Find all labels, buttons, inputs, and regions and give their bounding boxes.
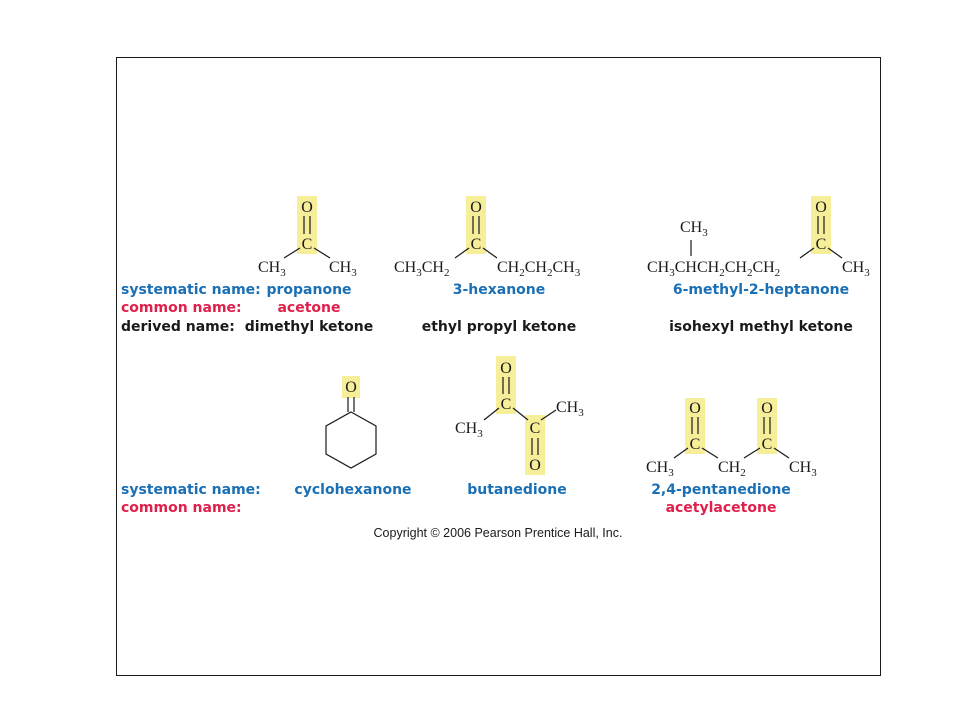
cyclohexane-ring [325,411,377,469]
butanedione-structure: O C CH3 C CH3 O [455,356,584,475]
single-bond [743,447,761,459]
carbonyl-highlight [685,398,705,454]
group-ch2: CH2 [718,459,746,479]
single-bond [799,247,815,259]
group-ch3: CH3 [455,420,483,440]
carbonyl-highlight [342,376,360,398]
single-bond [673,447,689,459]
common-name-label: common name: [121,300,242,316]
pentanedione-structure: O C O C CH3 CH2 CH3 [646,398,817,479]
hexanone-systematic-name: 3-hexanone [453,282,546,298]
single-bond [483,407,500,421]
single-bond [454,247,470,259]
pentanedione-common-name: acetylacetone [666,500,777,516]
group-ch3ch2: CH3CH2 [394,259,449,279]
single-bond [482,247,498,259]
systematic-name-label: systematic name: [121,282,261,298]
heptanone-systematic-name: 6-methyl-2-heptanone [673,282,849,298]
cyclohexanone-structure: O [325,376,377,469]
single-bond [773,447,790,459]
atom-o: O [815,199,827,216]
heptanone-structure: O C CH3 CH3CHCH2CH2CH2 CH3 [647,196,870,279]
propanone-structure: O C CH3 CH3 [258,196,357,279]
hexanone-derived-name: ethyl propyl ketone [422,319,577,335]
methyl-branch-ch3: CH3 [680,219,708,239]
atom-c: C [816,236,827,253]
carbonyl-highlight [525,415,545,475]
copyright-notice: Copyright © 2006 Pearson Prentice Hall, … [374,526,623,540]
atom-c: C [530,420,541,437]
single-bond [512,407,529,421]
group-ch3: CH3 [556,399,584,419]
atom-c: C [471,236,482,253]
propanone-systematic-name: propanone [266,282,351,298]
group-ch2ch2ch3: CH2CH2CH3 [497,259,581,279]
pentanedione-systematic-name: 2,4-pentanedione [651,482,791,498]
atom-o: O [500,360,512,377]
heptanone-derived-name: isohexyl methyl ketone [669,319,853,335]
butanedione-systematic-name: butanedione [467,482,567,498]
propanone-derived-name: dimethyl ketone [245,319,374,335]
hexanone-structure: O C CH3CH2 CH2CH2CH3 [394,196,581,279]
atom-c: C [302,236,313,253]
carbonyl-highlight [757,398,777,454]
atom-o: O [470,199,482,216]
atom-o: O [345,379,357,396]
single-bond [313,247,331,259]
carbonyl-highlight [297,196,317,254]
single-bond [540,409,557,421]
group-ch3: CH3 [258,259,286,279]
group-ch3: CH3 [789,459,817,479]
atom-c: C [501,396,512,413]
carbonyl-highlight [496,356,516,414]
single-bond [827,247,843,259]
carbonyl-highlight [466,196,486,254]
propanone-common-name: acetone [277,300,340,316]
group-ch3: CH3 [842,259,870,279]
atom-o: O [761,400,773,417]
derived-name-label: derived name: [121,319,235,335]
atom-o: O [301,199,313,216]
group-ch3: CH3 [329,259,357,279]
group-ch3: CH3 [646,459,674,479]
group-chain: CH3CHCH2CH2CH2 [647,259,780,279]
atom-c: C [690,436,701,453]
atom-c: C [762,436,773,453]
atom-o: O [529,457,541,474]
single-bond [701,447,719,459]
carbonyl-highlight [811,196,831,254]
cyclohexanone-systematic-name: cyclohexanone [294,482,411,498]
single-bond [283,247,301,259]
atom-o: O [689,400,701,417]
common-name-label: common name: [121,500,242,516]
systematic-name-label: systematic name: [121,482,261,498]
